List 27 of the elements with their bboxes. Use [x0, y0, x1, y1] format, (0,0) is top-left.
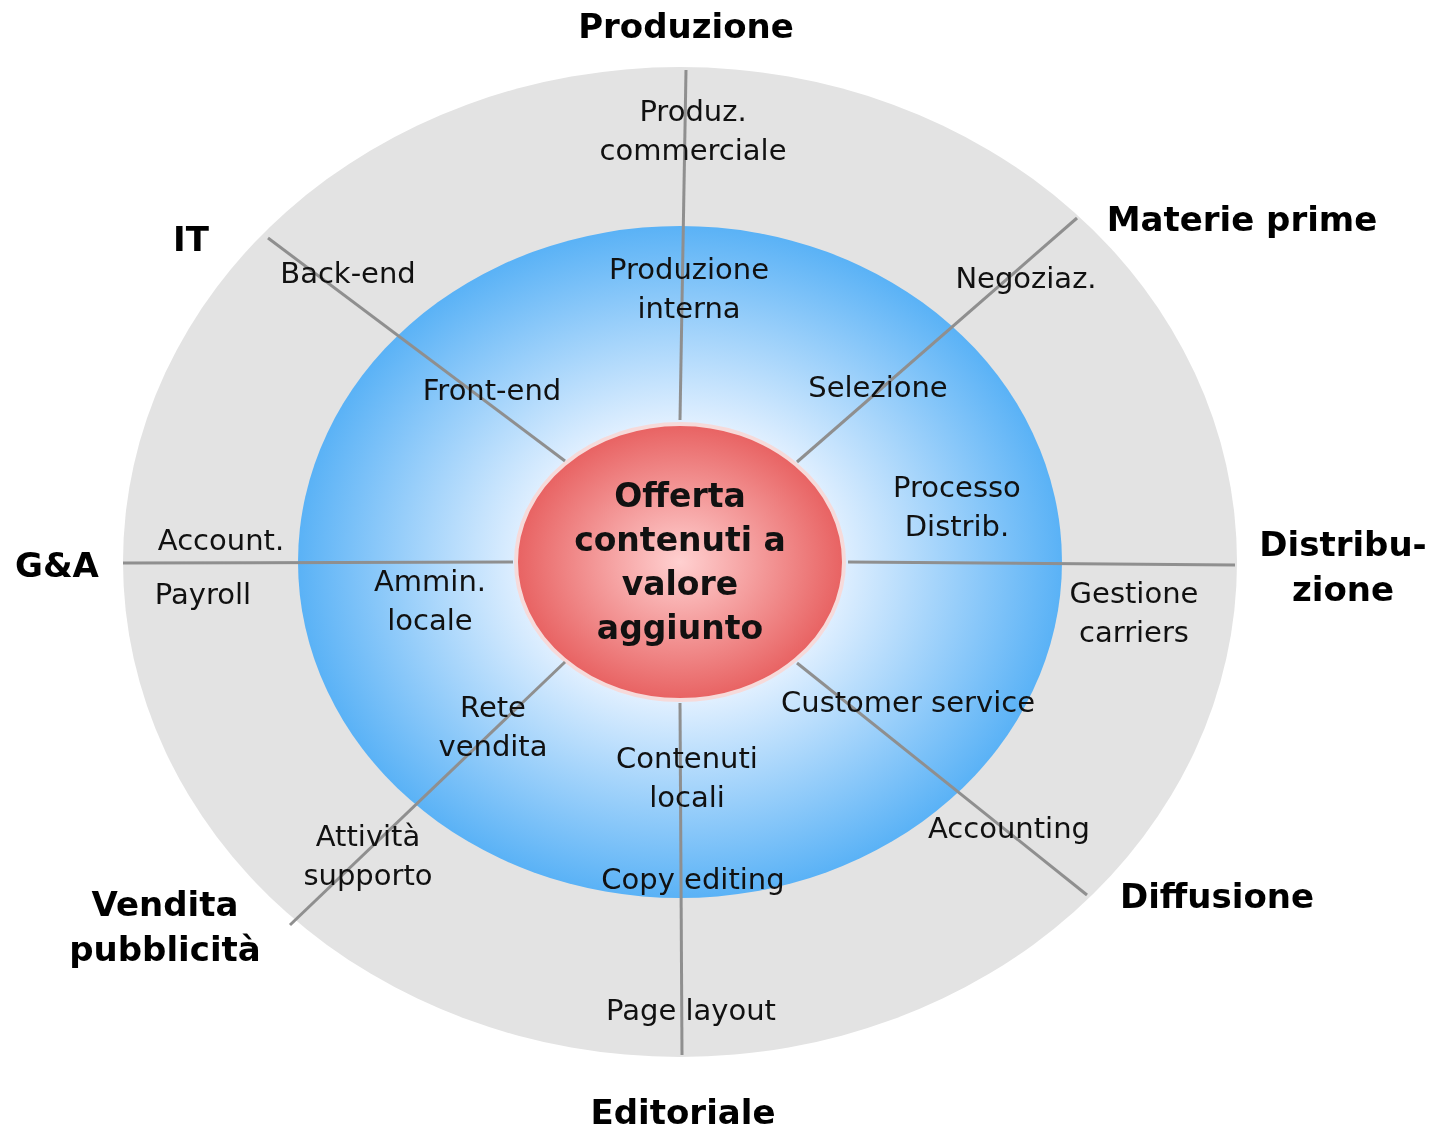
activity-label: Account.: [157, 521, 285, 559]
activity-label: Page layout: [606, 991, 776, 1029]
sector-title: Diffusione: [1119, 874, 1315, 918]
activity-label: Customer service: [781, 683, 1035, 721]
sector-title: Editoriale: [590, 1090, 776, 1129]
activity-label: Copy editing: [601, 860, 785, 898]
activity-label: Front-end: [422, 371, 562, 409]
activity-label: Produzione interna: [607, 251, 770, 327]
sector-title: Materie prime: [1106, 197, 1378, 241]
activity-label: Back-end: [280, 254, 416, 292]
center-title: Offerta contenuti a valore aggiunto: [573, 475, 787, 649]
sector-title: Vendita pubblicità: [68, 883, 262, 971]
activity-label: Negoziaz.: [955, 259, 1097, 297]
sector-title: Distribu- zione: [1258, 523, 1428, 611]
sector-title: IT: [173, 217, 209, 261]
activity-label: Processo Distrib.: [892, 469, 1022, 545]
activity-label: Attività supporto: [302, 818, 434, 894]
activity-label: Rete vendita: [437, 689, 549, 765]
activity-label: Gestione carriers: [1068, 575, 1200, 651]
activity-label: Ammin. locale: [373, 563, 487, 639]
activity-label: Contenuti locali: [615, 740, 759, 816]
activity-label: Produz. commerciale: [598, 93, 788, 169]
activity-label: Selezione: [808, 368, 948, 406]
activity-label: Accounting: [928, 809, 1090, 847]
sector-title: Produzione: [578, 4, 794, 48]
sector-title: G&A: [15, 543, 99, 587]
activity-label: Payroll: [154, 575, 252, 613]
